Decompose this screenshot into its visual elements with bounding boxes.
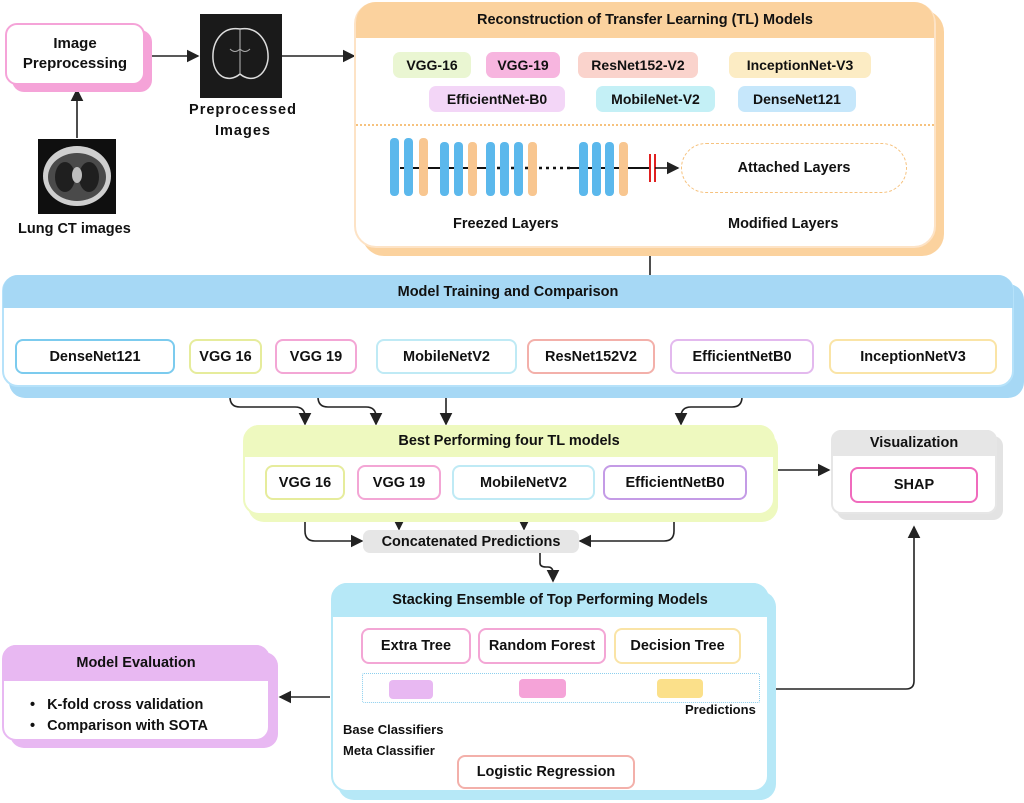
attached-layers-box: Attached Layers <box>681 143 907 193</box>
lung-ct-label: Lung CT images <box>18 221 131 237</box>
evaluation-item-kfold: • K-fold cross validation <box>30 697 203 713</box>
base-model-random-forest: Random Forest <box>478 628 606 664</box>
preprocessed-label: Preprocessed Images <box>189 102 297 140</box>
lung-ct-image <box>38 139 116 214</box>
stacking-title: Stacking Ensemble of Top Performing Mode… <box>392 592 708 608</box>
training-header: Model Training and Comparison <box>3 275 1013 308</box>
preprocessed-image <box>200 14 282 98</box>
tl-model-vgg19: VGG-19 <box>486 52 560 78</box>
best-model-mobilenetv2: MobileNetV2 <box>452 465 595 500</box>
evaluation-item-label: Comparison with SOTA <box>47 718 208 734</box>
training-model-vgg16: VGG 16 <box>189 339 262 374</box>
bullet-icon: • <box>30 718 36 734</box>
best-model-vgg19: VGG 19 <box>357 465 441 500</box>
prediction-decision-tree <box>657 679 703 698</box>
best-header: Best Performing four TL models <box>244 425 774 457</box>
shap-box: SHAP <box>850 467 978 503</box>
best-title: Best Performing four TL models <box>398 433 620 449</box>
base-model-decision-tree: Decision Tree <box>614 628 741 664</box>
concatenated-predictions: Concatenated Predictions <box>363 530 579 553</box>
predictions-region <box>362 673 760 703</box>
best-model-vgg16: VGG 16 <box>265 465 345 500</box>
tl-model-mobilenetv2: MobileNet-V2 <box>596 86 715 112</box>
modified-layers-label: Modified Layers <box>728 216 839 232</box>
training-model-resnet152v2: ResNet152V2 <box>527 339 655 374</box>
reconstruction-title: Reconstruction of Transfer Learning (TL)… <box>477 12 813 28</box>
training-model-densenet121: DenseNet121 <box>15 339 175 374</box>
best-model-efficientnetb0: EfficientNetB0 <box>603 465 747 500</box>
visualization-title: Visualization <box>869 435 959 451</box>
visualization-header: Visualization <box>832 430 996 456</box>
bullet-icon: • <box>30 697 36 713</box>
prediction-random-forest <box>519 679 566 698</box>
predictions-label: Predictions <box>685 702 756 717</box>
freezed-layers-label: Freezed Layers <box>453 216 559 232</box>
training-model-efficientnetb0: EfficientNetB0 <box>670 339 814 374</box>
evaluation-item-sota: • Comparison with SOTA <box>30 718 208 734</box>
base-model-extra-tree: Extra Tree <box>361 628 471 664</box>
tl-model-vgg16: VGG-16 <box>393 52 471 78</box>
section-divider <box>356 124 934 126</box>
lung-outline-icon <box>212 27 269 80</box>
training-model-vgg19: VGG 19 <box>275 339 357 374</box>
meta-classifier-label: Meta Classifier <box>343 743 435 758</box>
evaluation-title: Model Evaluation <box>76 655 196 671</box>
tl-model-resnet152v2: ResNet152-V2 <box>578 52 698 78</box>
training-model-inceptionnetv3: InceptionNetV3 <box>829 339 997 374</box>
training-model-mobilenetv2: MobileNetV2 <box>376 339 517 374</box>
reconstruction-header: Reconstruction of Transfer Learning (TL)… <box>356 2 934 38</box>
training-title: Model Training and Comparison <box>397 283 619 300</box>
attached-layers-label: Attached Layers <box>737 160 851 176</box>
prediction-extra-tree <box>389 680 433 699</box>
tl-model-inceptionnetv3: InceptionNet-V3 <box>729 52 871 78</box>
tl-model-densenet121: DenseNet121 <box>738 86 856 112</box>
preprocessing-title: Image Preprocessing <box>22 34 128 72</box>
preprocessing-box: Image Preprocessing <box>5 23 145 85</box>
evaluation-item-label: K-fold cross validation <box>47 697 204 713</box>
base-classifiers-label: Base Classifiers <box>343 722 444 737</box>
ct-scan-icon <box>43 146 111 206</box>
tl-model-efficientnetb0: EfficientNet-B0 <box>429 86 565 112</box>
stacking-header: Stacking Ensemble of Top Performing Mode… <box>332 583 768 617</box>
meta-model-logistic-regression: Logistic Regression <box>457 755 635 789</box>
layer-stack-graphic <box>390 138 680 196</box>
evaluation-header: Model Evaluation <box>3 645 269 681</box>
